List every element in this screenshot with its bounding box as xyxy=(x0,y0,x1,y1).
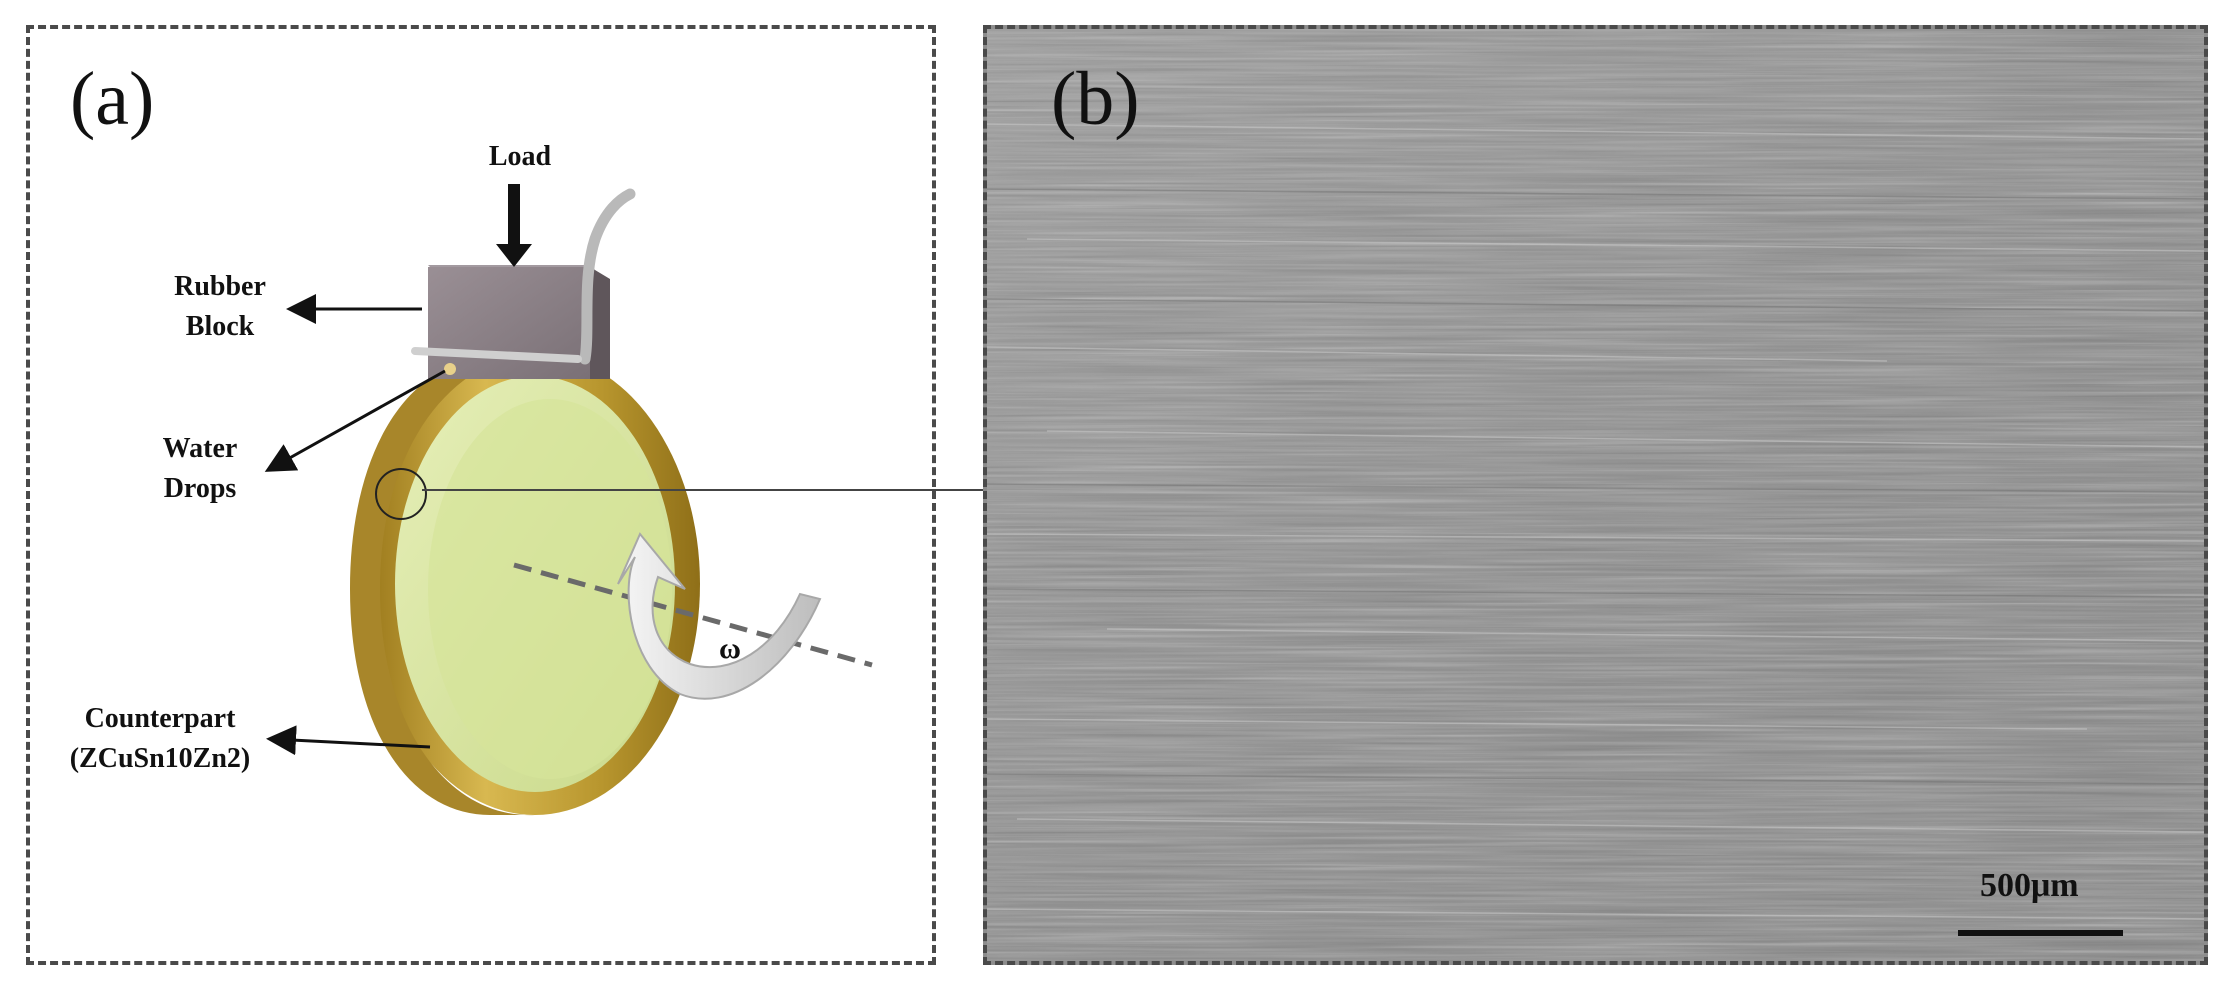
inspection-circle xyxy=(375,468,427,520)
label-omega: ω xyxy=(719,632,741,665)
load-arrow xyxy=(496,184,532,267)
apparatus-illustration xyxy=(264,184,873,816)
label-rubber-block: Rubber Block xyxy=(174,271,266,342)
scale-bar-label: 500μm xyxy=(1980,867,2079,904)
nozzle-bar xyxy=(411,347,582,363)
water-drops-leader xyxy=(264,369,446,472)
water-pipe xyxy=(579,188,636,365)
sem-surface-image xyxy=(987,29,2204,961)
wear-scratches xyxy=(987,123,2204,920)
rotation-axis xyxy=(513,562,873,668)
panel-label-a: (a) xyxy=(70,57,155,141)
label-water-drops: Water Drops xyxy=(162,433,238,504)
panel-label-b: (b) xyxy=(1051,57,1140,141)
label-counterpart: Counterpart (ZCuSn10Zn2) xyxy=(69,703,251,774)
panel-b: (b) 500μm xyxy=(983,25,2208,965)
counterpart-ring xyxy=(350,353,700,816)
water-drop-marker xyxy=(444,363,456,375)
counterpart-leader xyxy=(266,725,431,756)
panel-a: (a) xyxy=(26,25,936,965)
label-load: Load xyxy=(488,141,552,172)
rotation-arrow xyxy=(617,532,822,700)
scale-bar-line xyxy=(1958,930,2123,936)
